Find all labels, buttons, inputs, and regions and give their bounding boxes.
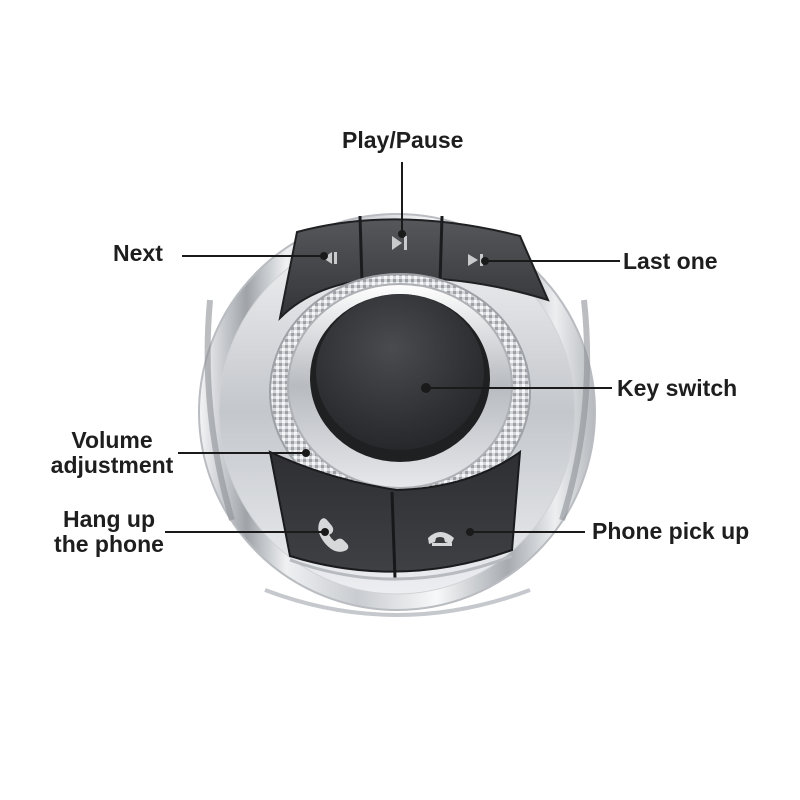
play-pause-button[interactable] — [363, 216, 439, 282]
label-volume-line1: Volume — [71, 427, 153, 453]
label-phone-pick-up: Phone pick up — [592, 518, 750, 544]
top-button-arc — [278, 215, 550, 322]
callout-lines — [165, 162, 620, 536]
label-key-switch: Key switch — [617, 375, 738, 401]
label-volume-line2: adjustment — [50, 452, 174, 478]
label-hang-up-line1: Hang up — [63, 506, 155, 532]
label-last-one: Last one — [623, 248, 718, 274]
phone-pick-up-icon — [428, 532, 454, 546]
pick-up-button[interactable] — [398, 480, 513, 575]
label-hang-up: Hang up the phone — [50, 507, 168, 557]
previous-track-icon — [323, 252, 337, 264]
label-volume-adjustment: Volume adjustment — [45, 428, 179, 478]
previous-track-button[interactable] — [290, 228, 358, 298]
label-play-pause: Play/Pause — [342, 127, 464, 153]
hang-up-button[interactable] — [280, 480, 390, 575]
play-pause-icon — [392, 236, 407, 250]
label-hang-up-line2: the phone — [54, 531, 164, 557]
key-switch-knob[interactable] — [269, 273, 531, 511]
phone-hang-up-icon — [318, 518, 349, 552]
label-next: Next — [113, 240, 163, 266]
